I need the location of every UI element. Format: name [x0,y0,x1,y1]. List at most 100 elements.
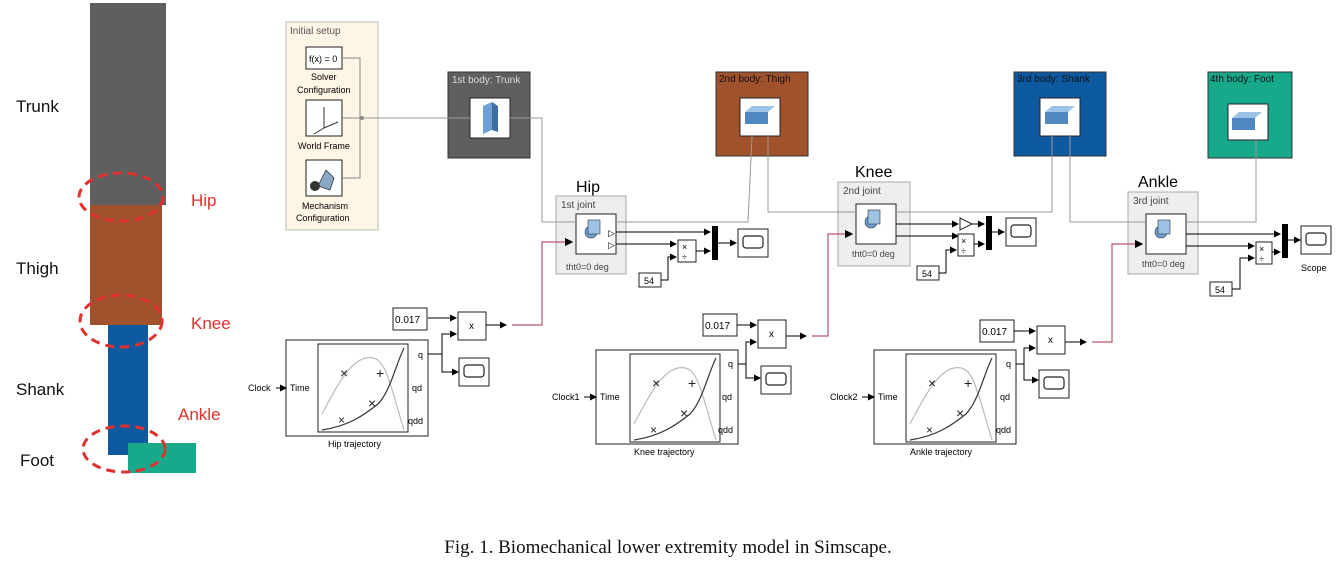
ankle-product-block[interactable] [1255,241,1273,265]
hip-gain-const[interactable] [392,307,428,331]
hip-scope[interactable] [737,228,769,258]
joint-ankle-block[interactable]: Ankle 3rd joint tht0=0 deg [1127,174,1199,275]
ankle-trajectory-block[interactable]: Time q qd qdd Ankle trajectory Clock2 [830,349,1017,457]
scope-label: Scope [1301,263,1327,273]
hip-signal-chain: ×÷ 54 ▷ ▷ [608,226,769,288]
svg-text:x: x [469,321,474,332]
svg-text:Ankle: Ankle [1138,174,1178,191]
svg-text:Time: Time [290,383,310,393]
svg-text:Mechanism: Mechanism [302,201,348,211]
thigh-label: Thigh [16,259,59,278]
svg-text:World Frame: World Frame [298,141,350,151]
svg-text:54: 54 [1215,285,1225,295]
knee-scope[interactable] [1005,217,1037,247]
svg-text:Solver: Solver [311,72,337,82]
knee-signal-chain: ×÷ 54 [896,216,1037,281]
body-model: Trunk Thigh Shank Foot Hip Knee Ankle [16,3,231,474]
svg-text:1st joint: 1st joint [561,200,596,211]
hip-multiply[interactable] [457,311,487,341]
svg-text:3rd body: Shank: 3rd body: Shank [1017,74,1091,85]
svg-text:Clock1: Clock1 [552,392,580,402]
svg-text:qd: qd [412,383,422,393]
ankle-scope[interactable] [1300,225,1332,255]
svg-text:tht0=0 deg: tht0=0 deg [1142,259,1185,269]
body-thigh-block[interactable]: 2nd body: Thigh [715,71,809,157]
svg-text:Knee trajectory: Knee trajectory [634,447,695,457]
svg-text:×: × [1259,244,1264,254]
ankle-marker [81,424,167,474]
shank-label: Shank [16,380,65,399]
svg-text:2nd body: Thigh: 2nd body: Thigh [719,74,791,85]
knee-multiply[interactable] [757,319,787,349]
svg-text:Configuration: Configuration [297,85,351,95]
thigh-segment [90,205,162,325]
knee-product-block[interactable] [957,233,975,257]
svg-text:▷: ▷ [608,228,615,238]
body-trunk-block[interactable]: 1st body: Trunk [447,71,531,159]
svg-text:0.017: 0.017 [395,315,420,326]
svg-text:tht0=0 deg: tht0=0 deg [852,249,895,259]
svg-text:Ankle trajectory: Ankle trajectory [910,447,973,457]
hip-traj-scope[interactable] [458,357,490,387]
svg-text:÷: ÷ [682,252,687,262]
foot-segment [128,443,196,473]
svg-text:0.017: 0.017 [982,327,1007,338]
svg-text:q: q [1006,359,1011,369]
initial-setup-title: Initial setup [290,26,341,37]
ankle-multiply[interactable] [1036,325,1066,355]
knee-label: Knee [191,314,231,333]
hip-mux [712,226,718,260]
trunk-label: Trunk [16,97,59,116]
joint-knee-block[interactable]: Knee 2nd joint tht0=0 deg [837,164,911,267]
ankle-mux [1282,224,1288,258]
svg-text:▷: ▷ [608,240,615,250]
svg-text:Clock: Clock [248,383,271,393]
trunk-segment [90,3,166,205]
ankle-traj-scope[interactable] [1038,369,1070,399]
svg-text:q: q [418,350,423,360]
knee-marker [78,293,164,349]
svg-text:x: x [1048,335,1053,346]
svg-text:Knee: Knee [855,164,892,181]
hip-marker [77,171,165,223]
svg-text:f(x) = 0: f(x) = 0 [309,54,337,64]
svg-text:qd: qd [1000,392,1010,402]
svg-text:q: q [728,359,733,369]
svg-text:Time: Time [878,392,898,402]
svg-text:Hip: Hip [576,179,600,196]
svg-text:54: 54 [644,276,654,286]
body-foot-block[interactable]: 4th body: Foot [1207,71,1293,159]
svg-text:Clock2: Clock2 [830,392,858,402]
svg-text:54: 54 [922,269,932,279]
svg-text:3rd joint: 3rd joint [1133,196,1169,207]
initial-setup-group[interactable]: Initial setup f(x) = 0 Solver Configurat… [285,21,379,231]
svg-text:Configuration: Configuration [296,213,350,223]
svg-text:qdd: qdd [408,416,423,426]
svg-text:x: x [769,329,774,340]
svg-text:qd: qd [722,392,732,402]
knee-traj-scope[interactable] [760,365,792,395]
knee-trajectory-block[interactable]: Time q qd qdd Knee trajectory Clock1 [552,349,739,457]
svg-text:4th body: Foot: 4th body: Foot [1210,74,1274,85]
svg-text:Hip trajectory: Hip trajectory [328,439,382,449]
svg-text:qdd: qdd [718,425,733,435]
body-shank-block[interactable]: 3rd body: Shank [1013,71,1107,157]
hip-label: Hip [191,191,217,210]
joint-hip-block[interactable]: Hip 1st joint tht0=0 deg [555,179,627,275]
svg-text:Time: Time [600,392,620,402]
ankle-signal-chain: ×÷ Scope 54 [1186,224,1332,297]
svg-text:1st body: Trunk: 1st body: Trunk [452,75,521,86]
svg-text:×: × [961,236,966,246]
knee-mux [986,216,992,250]
svg-text:×: × [682,242,687,252]
svg-text:÷: ÷ [1259,254,1264,264]
hip-trajectory-block[interactable]: Time q qd qdd Hip trajectory Clock [248,339,429,449]
figure-caption: Fig. 1. Biomechanical lower extremity mo… [444,537,892,558]
svg-text:tht0=0 deg: tht0=0 deg [566,262,609,272]
svg-text:÷: ÷ [961,246,966,256]
ankle-label: Ankle [178,405,221,424]
svg-text:qdd: qdd [996,425,1011,435]
foot-label: Foot [20,451,54,470]
svg-text:2nd joint: 2nd joint [843,186,881,197]
